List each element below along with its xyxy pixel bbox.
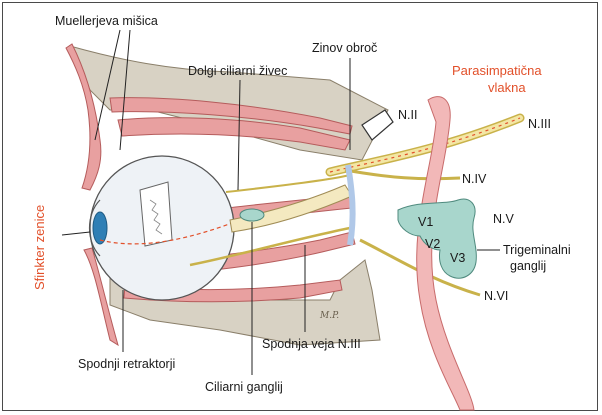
- label-spodnja: Spodnja veja N.III: [262, 337, 361, 351]
- label-n-ii: N.II: [398, 108, 417, 122]
- iris: [93, 212, 107, 244]
- label-paras-2: vlakna: [488, 80, 526, 95]
- label-dolgi: Dolgi ciliarni živec: [188, 64, 287, 78]
- label-n-vi: N.VI: [484, 289, 508, 303]
- label-zinov: Zinov obroč: [312, 41, 377, 55]
- label-n-iv: N.IV: [462, 172, 487, 186]
- label-n-v: N.V: [493, 212, 515, 226]
- label-mueller: Muellerjeva mišica: [55, 14, 158, 28]
- trochlear-nerve: [345, 170, 460, 179]
- label-v1: V1: [418, 215, 433, 229]
- label-v3: V3: [450, 251, 465, 265]
- long-ciliary-nerve: [226, 175, 350, 192]
- label-v2: V2: [425, 237, 440, 251]
- label-spodnji: Spodnji retraktorji: [78, 357, 175, 371]
- ciliary-ganglion: [240, 209, 264, 221]
- label-paras-1: Parasimpatična: [452, 63, 542, 78]
- label-trig-2: ganglij: [510, 259, 546, 273]
- lens-inset: [140, 182, 172, 246]
- artist-mark: M.P.: [319, 311, 339, 321]
- label-sfinkter: Sfinkter zenice: [32, 205, 47, 290]
- label-n-iii: N.III: [528, 117, 551, 131]
- label-trig-1: Trigeminalni: [503, 243, 571, 257]
- label-ciliarni: Ciliarni ganglij: [205, 380, 283, 394]
- leader-sfinkter: [62, 232, 90, 235]
